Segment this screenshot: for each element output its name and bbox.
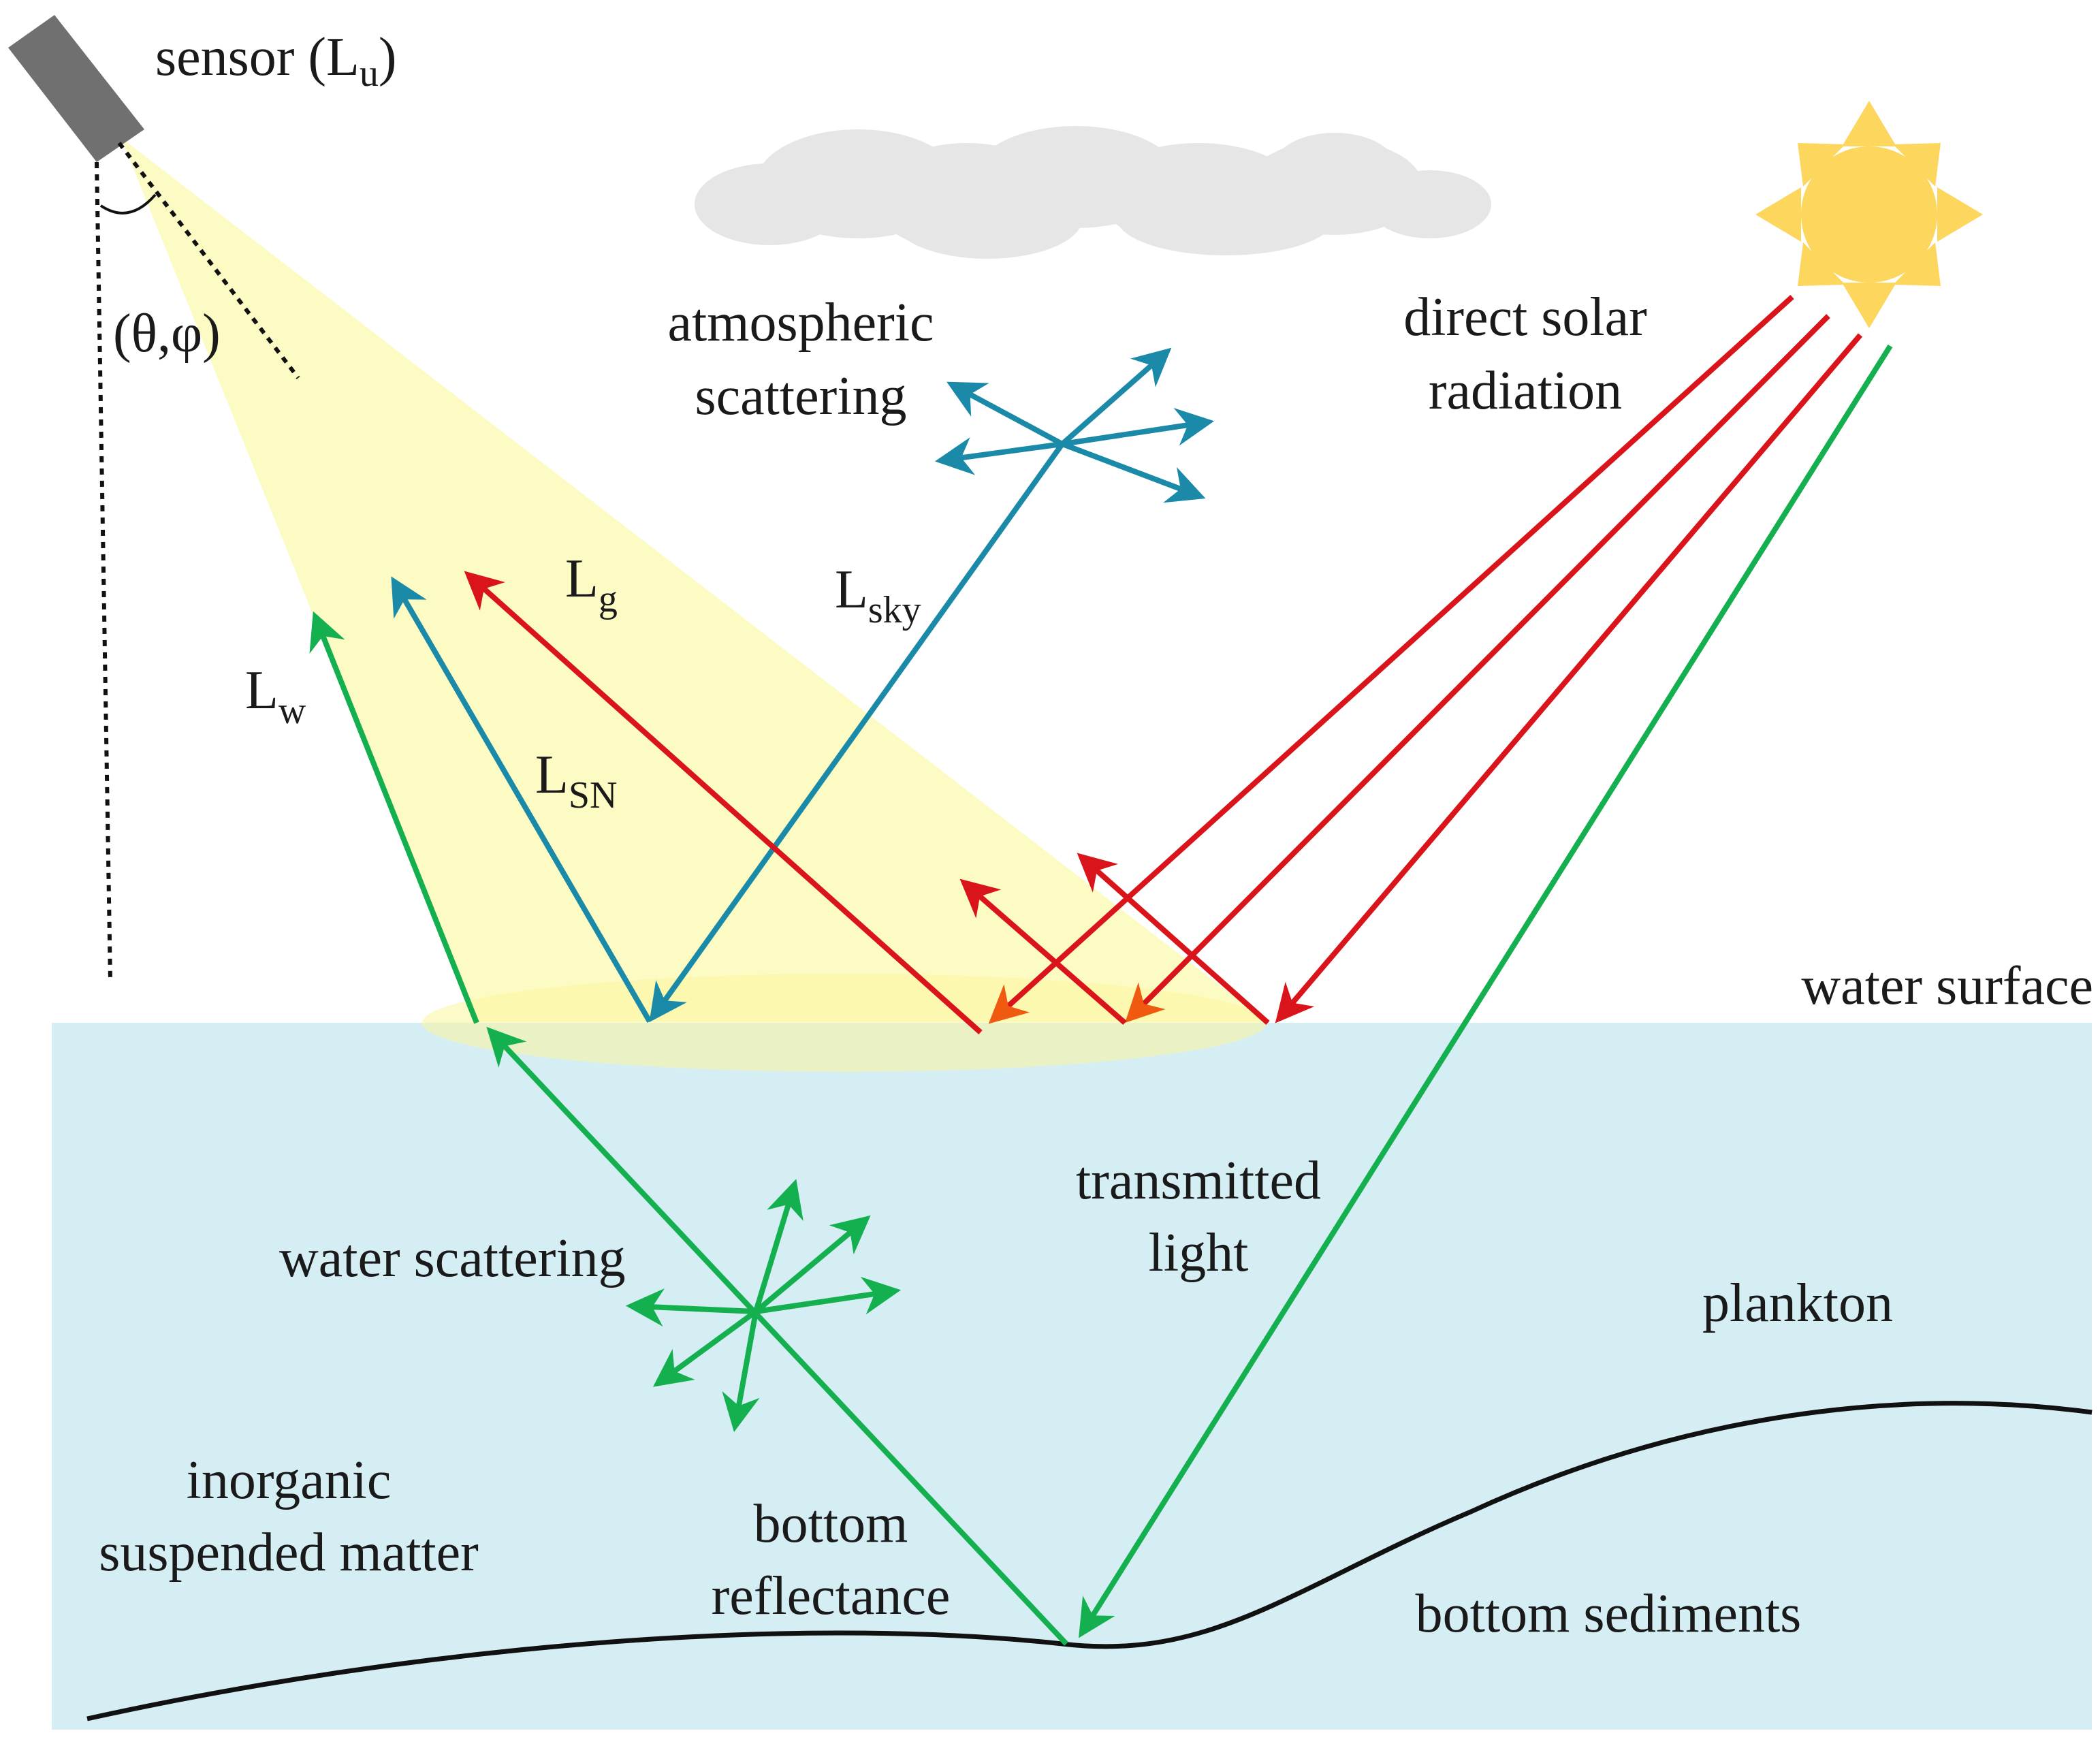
glint-arrow — [1077, 853, 1270, 1025]
inorganic-label-2: suspended matter — [99, 1523, 479, 1583]
transmitted-ray — [1079, 344, 1893, 1638]
inorganic-label-1: inorganic — [187, 1450, 392, 1510]
atmo-scatter-arrow — [1062, 408, 1215, 447]
view-angle-arc — [99, 193, 157, 215]
bottom-reflectance-label-1: bottom — [754, 1494, 908, 1554]
atmo-scatter-arrow — [946, 381, 1064, 447]
bottom-sediment-curve — [86, 1401, 2093, 1721]
bottom-reflect-ray — [486, 1026, 1068, 1646]
lg-label: Lg — [565, 549, 618, 620]
lw-arrow — [309, 611, 479, 1024]
sensor-view-cone — [119, 136, 1267, 1021]
sun-icon — [1755, 101, 1983, 328]
atmo-scatter-arrow — [1060, 347, 1172, 447]
nadir-dotted-line — [95, 161, 112, 981]
view-angle-label: (θ,φ) — [113, 304, 221, 364]
water-scatter-arrows — [625, 1179, 902, 1433]
transmitted-light-label-1: transmitted — [1076, 1151, 1321, 1211]
sensor-label: sensor (Lu) — [155, 27, 397, 95]
footprint-ellipse — [422, 974, 1267, 1072]
solar-ray-1 — [988, 295, 1794, 1024]
atmo-scatter-arrow — [1061, 441, 1206, 503]
solar-ray-3 — [1275, 333, 1863, 1023]
sensor-icon — [8, 15, 144, 162]
direct-solar-label-1: direct solar — [1403, 287, 1647, 347]
view-angle-dotted-line — [117, 142, 300, 379]
atmospheric-scattering-label-1: atmospheric — [668, 293, 934, 353]
direct-solar-label-2: radiation — [1429, 361, 1622, 421]
cloud-icon — [695, 126, 1491, 259]
atmospheric-scattering-label-2: scattering — [695, 366, 907, 426]
bottom-sediments-label: bottom sediments — [1416, 1584, 1802, 1644]
lw-label: Lw — [245, 661, 306, 732]
transmitted-light-label-2: light — [1149, 1223, 1249, 1283]
lsky-arrow — [649, 442, 1065, 1023]
solar-ray-2 — [1125, 314, 1830, 1023]
water-surface-label: water surface — [1801, 956, 2093, 1016]
lg-arrow — [464, 571, 983, 1034]
lsn-arrow — [391, 576, 652, 1023]
atmo-scatter-arrow — [934, 437, 1063, 475]
plankton-label: plankton — [1702, 1273, 1893, 1333]
glint-arrow — [959, 878, 1127, 1026]
bottom-reflectance-label-2: reflectance — [712, 1566, 951, 1626]
water-scattering-label: water scattering — [279, 1228, 626, 1288]
lsky-label: Lsky — [835, 560, 921, 631]
lsn-label: LSN — [535, 745, 617, 816]
water-body — [52, 1023, 2092, 1730]
